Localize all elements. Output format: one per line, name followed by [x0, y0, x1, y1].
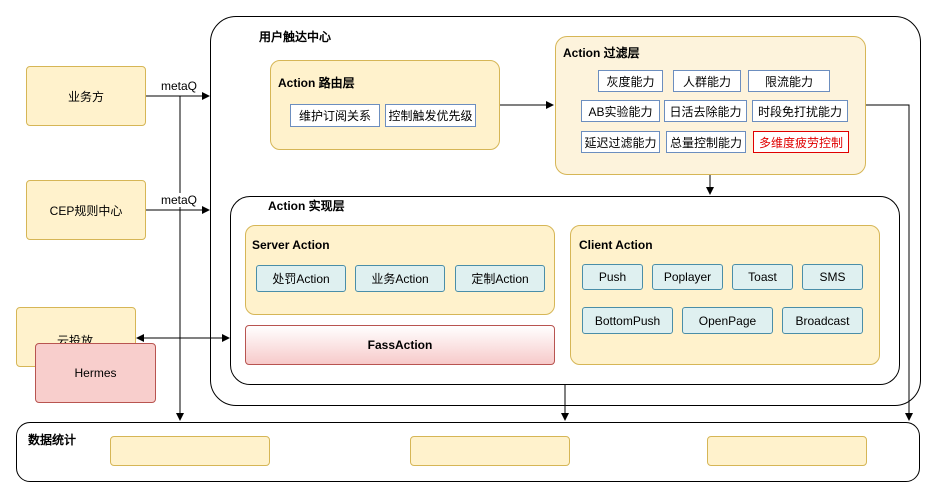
filter-item-crowd[interactable]: 人群能力	[673, 70, 741, 92]
client-action-group	[570, 225, 880, 365]
server-action-business[interactable]: 业务Action	[355, 265, 445, 292]
edge-label-metaq-2: metaQ	[160, 193, 199, 207]
routing-layer-title: Action 路由层	[278, 76, 355, 90]
filter-item-ab[interactable]: AB实验能力	[581, 100, 660, 122]
filter-item-label: 日活去除能力	[669, 104, 742, 119]
filter-item-label: 延迟过滤能力	[584, 135, 657, 150]
server-action-punish[interactable]: 处罚Action	[256, 265, 346, 292]
client-action-push[interactable]: Push	[582, 264, 643, 290]
client-action-label: Poplayer	[663, 270, 712, 284]
client-action-toast[interactable]: Toast	[732, 264, 793, 290]
source-cep[interactable]: CEP规则中心	[26, 180, 146, 240]
stats-title: 数据统计	[28, 433, 77, 447]
fass-action-label: FassAction	[367, 338, 433, 352]
filter-item-label: 多维度疲劳控制	[758, 135, 843, 150]
source-biz[interactable]: 业务方	[26, 66, 146, 126]
filter-item-ratelimit[interactable]: 限流能力	[748, 70, 830, 92]
filter-item-dau[interactable]: 日活去除能力	[664, 100, 747, 122]
routing-item-label: 控制触发优先级	[388, 109, 473, 123]
filter-item-delay[interactable]: 延迟过滤能力	[581, 131, 660, 153]
server-action-custom[interactable]: 定制Action	[455, 265, 545, 292]
client-action-broadcast[interactable]: Broadcast	[782, 307, 863, 334]
fass-action[interactable]: FassAction	[245, 325, 555, 365]
filter-layer-title: Action 过滤层	[563, 46, 640, 60]
routing-item-priority[interactable]: 控制触发优先级	[385, 104, 476, 127]
server-action-label: 定制Action	[471, 272, 529, 286]
server-action-label: 处罚Action	[272, 272, 330, 286]
filter-item-dnd[interactable]: 时段免打扰能力	[752, 100, 848, 122]
client-action-label: SMS	[819, 270, 846, 284]
filter-item-label: 人群能力	[682, 74, 731, 89]
server-action-label: 业务Action	[371, 272, 429, 286]
client-action-label: Push	[598, 270, 627, 284]
filter-item-fatigue[interactable]: 多维度疲劳控制	[753, 131, 849, 153]
client-action-openpage[interactable]: OpenPage	[682, 307, 773, 334]
client-action-title: Client Action	[579, 238, 653, 252]
routing-item-subscription[interactable]: 维护订阅关系	[290, 104, 380, 127]
client-action-label: Toast	[748, 270, 777, 284]
filter-item-label: 限流能力	[764, 74, 813, 89]
source-hermes-label: Hermes	[74, 366, 117, 380]
filter-item-gray[interactable]: 灰度能力	[598, 70, 663, 92]
client-action-label: Broadcast	[795, 313, 850, 328]
source-cep-label: CEP规则中心	[49, 203, 123, 218]
filter-item-label: AB实验能力	[588, 104, 653, 119]
filter-item-label: 灰度能力	[606, 74, 655, 89]
source-biz-label: 业务方	[67, 89, 104, 104]
filter-item-label: 时段免打扰能力	[757, 104, 842, 119]
user-reach-center-title: 用户触达中心	[259, 30, 332, 44]
impl-layer-title: Action 实现层	[268, 199, 345, 213]
client-action-label: OpenPage	[698, 313, 757, 328]
client-action-sms[interactable]: SMS	[802, 264, 863, 290]
edge-label-metaq-1: metaQ	[160, 79, 199, 93]
filter-item-label: 总量控制能力	[669, 135, 742, 150]
source-hermes[interactable]: Hermes	[35, 343, 156, 403]
client-action-label: BottomPush	[594, 313, 661, 328]
routing-item-label: 维护订阅关系	[298, 109, 371, 123]
filter-item-total[interactable]: 总量控制能力	[666, 131, 746, 153]
client-action-bottompush[interactable]: BottomPush	[582, 307, 673, 334]
client-action-poplayer[interactable]: Poplayer	[652, 264, 723, 290]
server-action-title: Server Action	[252, 238, 330, 252]
